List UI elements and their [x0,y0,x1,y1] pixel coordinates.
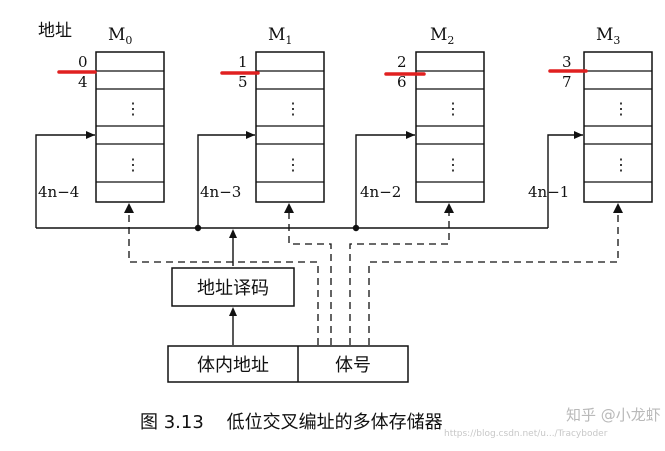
ellipsis: ⋮ [125,99,141,118]
module-name: M [268,25,285,45]
decoder-label: 地址译码 [197,278,269,299]
last-address: 4n−3 [200,183,241,201]
module-subscript: 3 [613,34,620,47]
memory-module-m0: M0 ⋮ ⋮ 0 4 4n−4 [38,25,165,203]
first-address: 3 [562,53,572,71]
last-address: 4n−2 [360,183,401,201]
inner-address-field: 体内地址 [197,355,269,376]
figure-caption: 图 3.13 低位交叉编址的多体存储器 [140,412,443,433]
ellipsis: ⋮ [445,155,461,174]
junction-dot [352,224,360,232]
second-address: 4 [78,73,88,91]
arrow-head [613,203,623,213]
select-line-m2 [349,206,450,345]
ellipsis: ⋮ [613,155,629,174]
memory-block [255,51,325,203]
watermark-url: https://blog.csdn.net/u.../Tracyboder [444,429,608,439]
arrow-head [574,131,583,139]
bus-branch-m1 [197,134,255,228]
arrow-head [229,229,237,238]
select-line-m3 [368,206,619,345]
arrow-head [444,203,454,213]
last-address: 4n−4 [38,183,79,201]
address-bus [35,134,583,345]
module-subscript: 2 [447,34,454,47]
first-address: 1 [238,53,248,71]
ellipsis: ⋮ [613,99,629,118]
second-address: 7 [562,73,572,91]
module-subscript: 0 [125,34,132,47]
module-title-m1: M1 [268,25,292,47]
bus-branch-m0 [35,134,95,228]
module-subscript: 1 [285,34,292,47]
ellipsis: ⋮ [445,99,461,118]
bus-branch-m2 [355,134,415,228]
watermark: 知乎 @小龙虾 [566,406,661,424]
ellipsis: ⋮ [285,99,301,118]
junction-dot [194,224,202,232]
second-address: 6 [397,73,407,91]
register-box [167,345,409,383]
arrow-head [124,203,134,213]
module-title-m3: M3 [596,25,620,47]
second-address: 5 [238,73,248,91]
bus-branch-m3 [547,134,583,228]
select-lines [128,206,619,345]
select-arrow-heads [124,203,623,213]
address-heading: 地址 [38,21,72,41]
memory-block [583,51,653,203]
module-name: M [108,25,125,45]
arrow-head [284,203,294,213]
ellipsis: ⋮ [125,155,141,174]
memory-module-m2: M2 ⋮ ⋮ 2 6 4n−2 [360,25,485,203]
ellipsis: ⋮ [285,155,301,174]
arrow-heads [86,131,583,316]
module-title-m0: M0 [108,25,132,47]
memory-module-m1: M1 ⋮ ⋮ 1 5 4n−3 [200,25,325,203]
memory-module-m3: M3 ⋮ ⋮ 3 7 4n−1 [528,25,653,203]
address-decoder: 地址译码 [171,267,295,307]
bank-number-field: 体号 [335,355,371,376]
arrow-head [406,131,415,139]
memory-block [415,51,485,203]
first-address: 2 [397,53,407,71]
module-title-m2: M2 [430,25,454,47]
select-line-m0 [128,206,319,345]
select-line-m1 [288,206,332,345]
memory-block [95,51,165,203]
arrow-head [246,131,255,139]
arrow-head [229,307,237,316]
module-name: M [596,25,613,45]
address-register: 体内地址 体号 [167,345,409,383]
decoder-box [171,267,295,307]
module-name: M [430,25,447,45]
arrow-head [86,131,95,139]
first-address: 0 [78,53,88,71]
